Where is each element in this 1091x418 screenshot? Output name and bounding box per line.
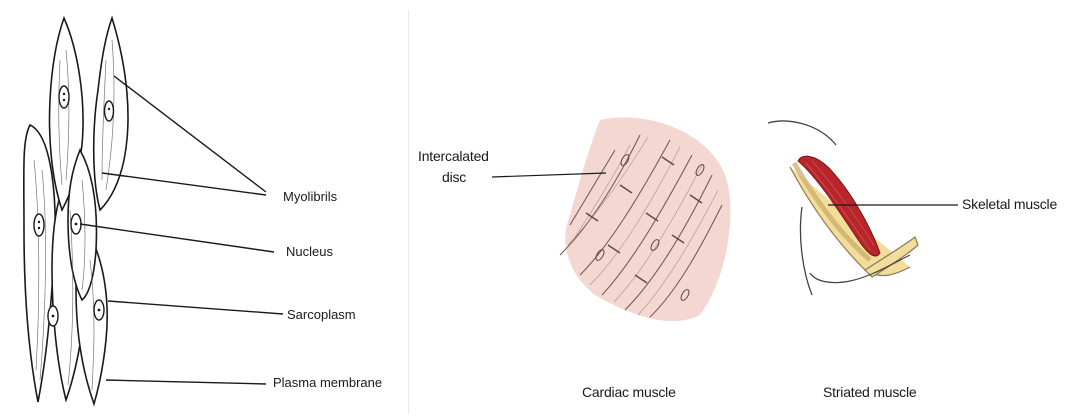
sarcoplasm-label: Sarcoplasm — [287, 307, 356, 322]
skeletal-muscle-illustration — [768, 121, 918, 295]
smooth-muscle-cell — [24, 125, 55, 402]
plasma-membrane-leader-line — [106, 380, 266, 384]
nucleus-leader-line — [80, 224, 274, 252]
plasma-membrane-label: Plasma membrane — [273, 375, 382, 390]
cardiac-muscle-caption: Cardiac muscle — [582, 384, 676, 400]
nucleus-shape — [105, 101, 114, 121]
nucleus-shape — [34, 214, 44, 236]
striated-muscle-caption: Striated muscle — [823, 384, 916, 400]
myofibrils-leader-line — [102, 173, 266, 195]
myofibrils-leader-line — [114, 76, 266, 192]
myofibrils-label: Myolibrils — [283, 189, 337, 204]
sarcoplasm-leader-line — [108, 301, 283, 314]
cardiac-muscle-illustration — [560, 117, 730, 321]
smooth-muscle-panel: Myolibrils Nucleus Sarcoplasm Plasma mem… — [8, 10, 409, 414]
nucleus-label: Nucleus — [286, 244, 333, 259]
nucleus-shape — [59, 86, 69, 108]
intercalated-disc-label-line2: disc — [442, 169, 466, 185]
smooth-muscle-diagram — [8, 10, 408, 414]
intercalated-disc-label-line1: Intercalated — [418, 148, 489, 164]
muscle-types-diagram — [410, 95, 1088, 415]
muscle-types-panel: Intercalated disc Skeletal muscle Cardia… — [410, 95, 1088, 415]
skeletal-muscle-label: Skeletal muscle — [962, 196, 1057, 212]
